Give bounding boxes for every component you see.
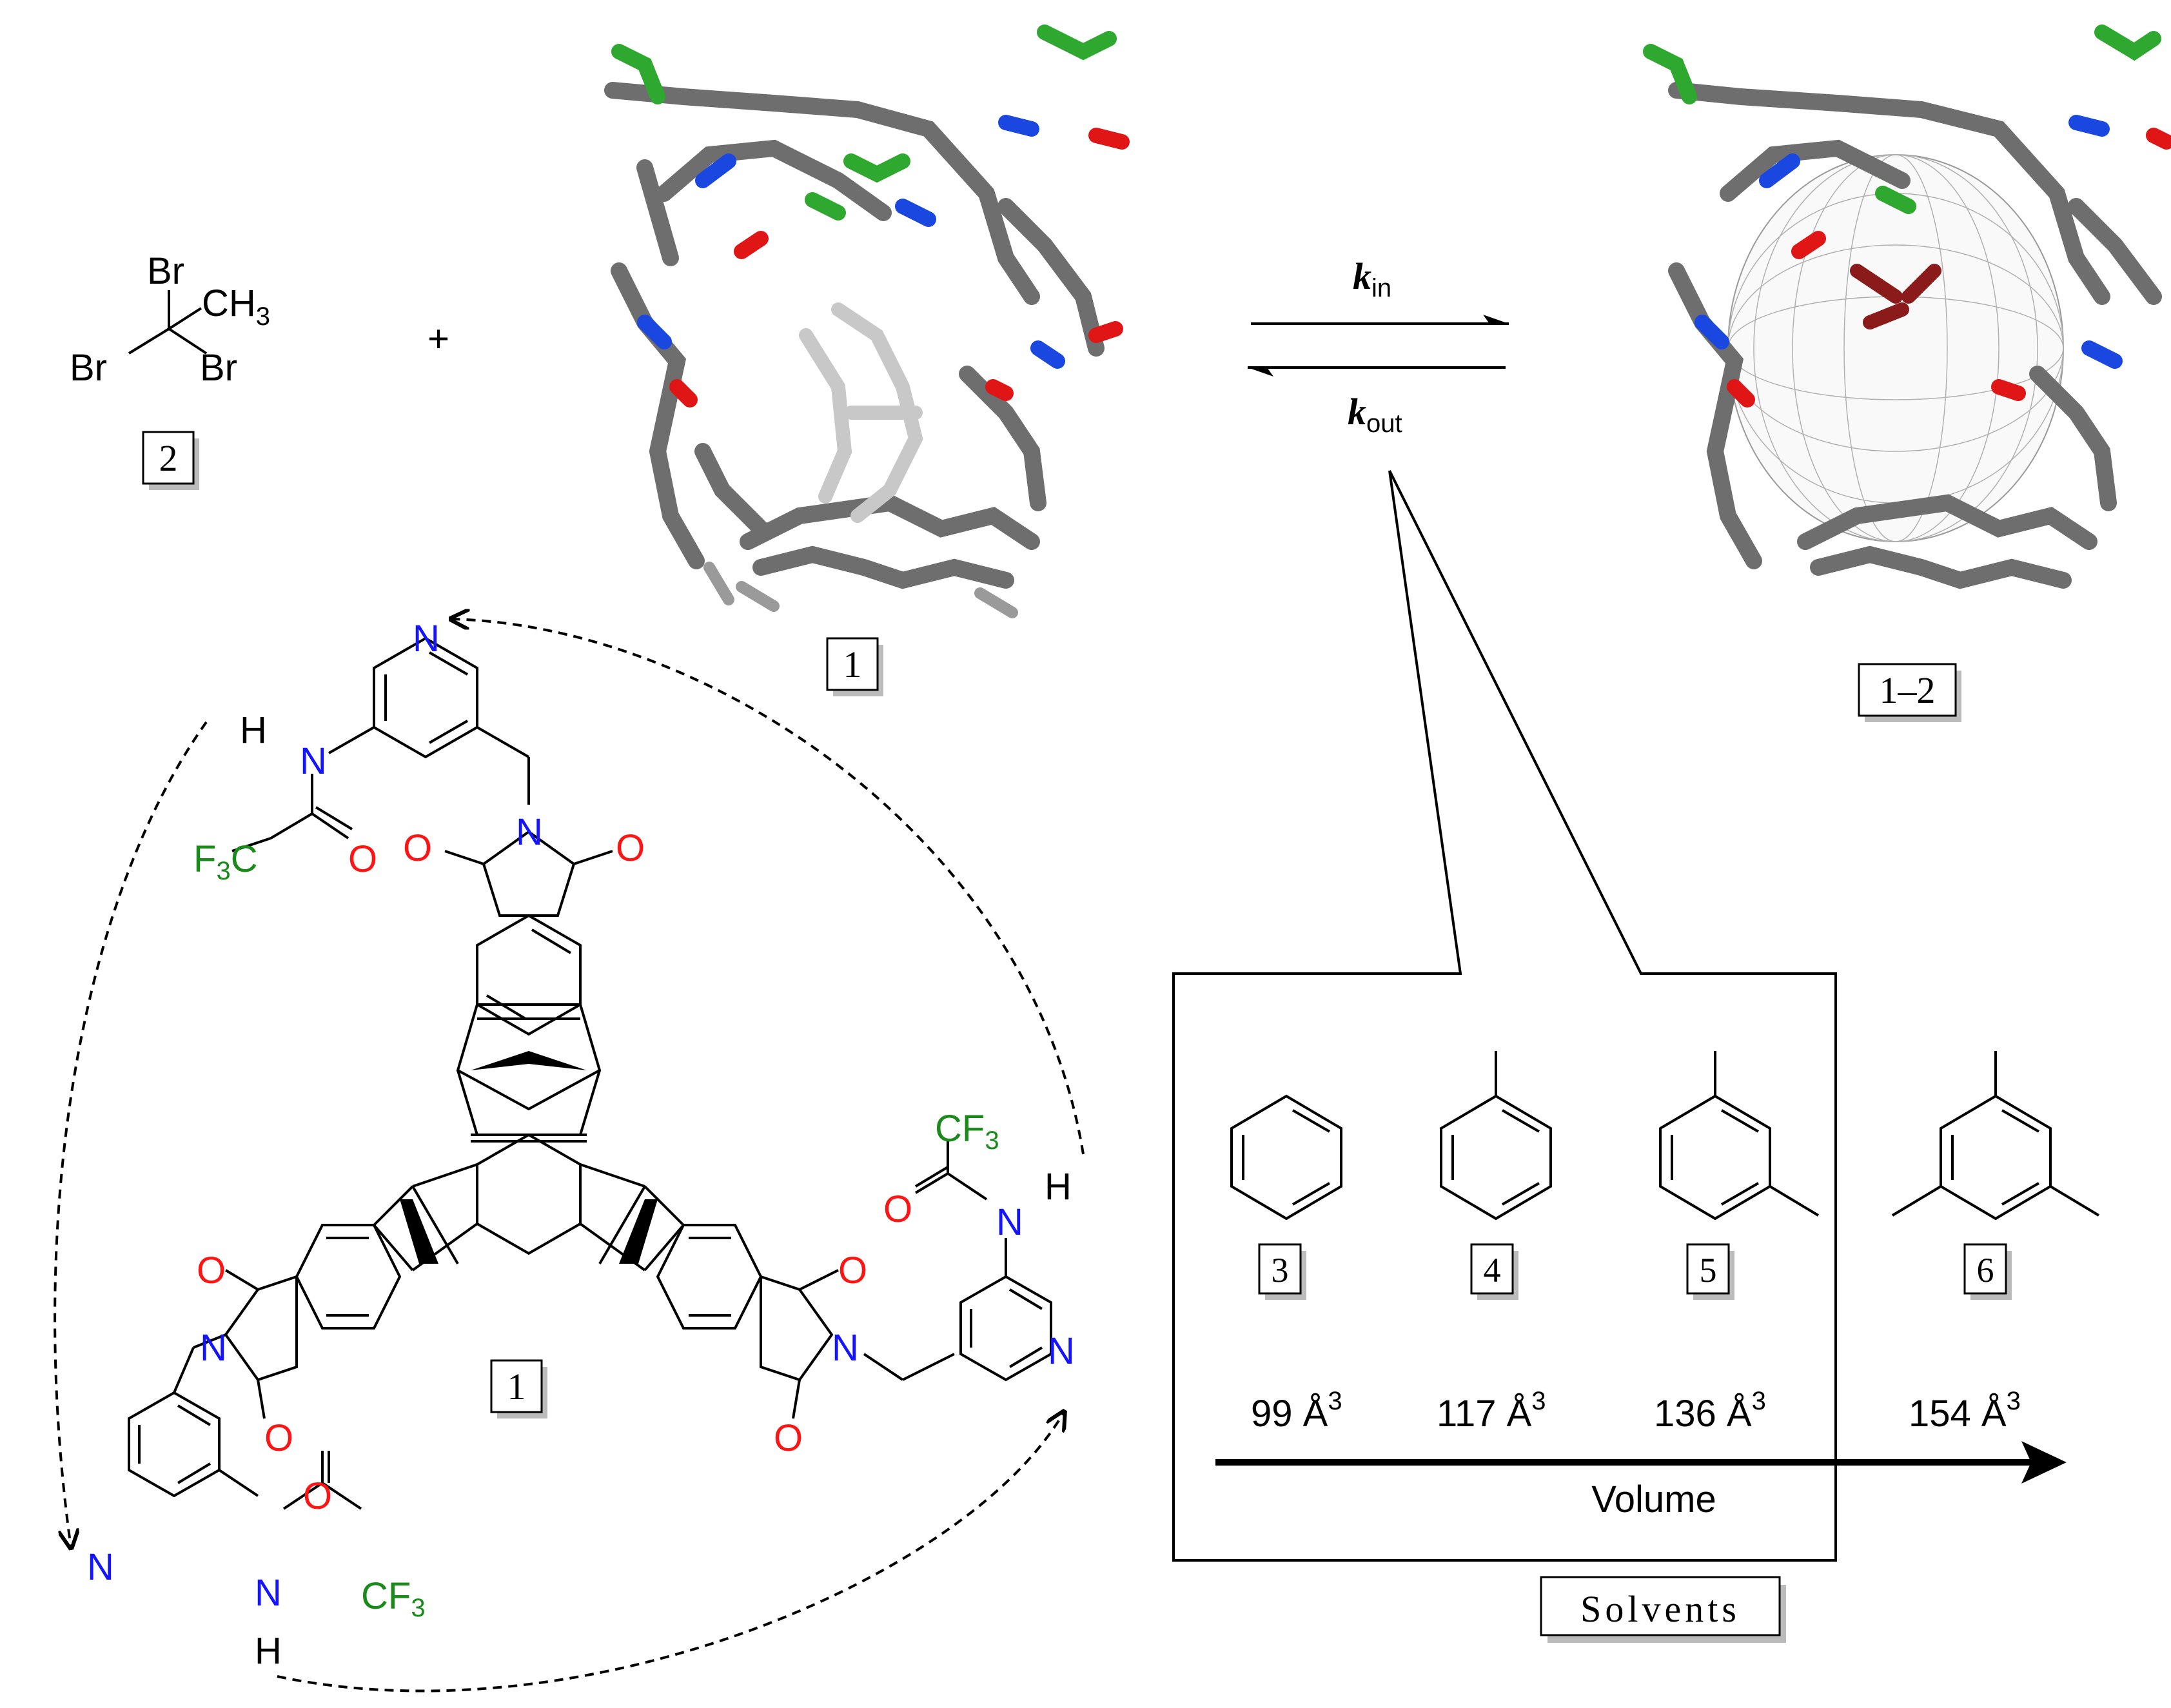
- forward-arrow-head: [1483, 315, 1509, 324]
- group-f3c-top: F3C: [193, 838, 258, 885]
- guest-mesh: [1727, 154, 2064, 542]
- atom-o-imide-top-left: O: [403, 827, 432, 869]
- atom-o-imide-right-bot: O: [774, 1417, 803, 1459]
- solvent-label-5: 5: [1686, 1243, 1734, 1300]
- atom-n-amide-right: N: [996, 1201, 1023, 1243]
- equilibrium-arrows: kin kout: [1248, 255, 1509, 438]
- compound-label-2: 2: [142, 431, 199, 490]
- group-cf3-left: CF3: [361, 1575, 426, 1622]
- atom-n-amide-left: N: [255, 1572, 282, 1614]
- volume-axis-label: Volume: [1591, 1478, 1716, 1520]
- solvent-5-m-xylene: [1659, 1051, 1820, 1221]
- solvents-callout: [1172, 470, 1837, 1562]
- atom-n-imide-top: N: [516, 811, 543, 853]
- atom-o-imide-left-top: O: [197, 1250, 226, 1291]
- atom-h-amide-left: H: [255, 1630, 282, 1672]
- svg-text:2: 2: [159, 437, 178, 479]
- atom-o-imide-top-right: O: [616, 827, 645, 869]
- svg-text:6: 6: [1977, 1251, 1994, 1290]
- volume-4: 117 Å3: [1437, 1387, 1546, 1435]
- k-in-label: kin: [1353, 255, 1391, 302]
- atom-o-amide-left: O: [303, 1475, 332, 1517]
- atom-n-amide-top: N: [300, 740, 327, 782]
- svg-text:4: 4: [1484, 1251, 1501, 1290]
- atom-br-left: Br: [70, 347, 107, 389]
- k-out-label: kout: [1348, 391, 1402, 438]
- compound-label-1-top: 1: [826, 637, 883, 696]
- volume-3: 99 Å3: [1251, 1387, 1342, 1435]
- atom-o-imide-left-bot: O: [264, 1417, 293, 1459]
- volume-values: 99 Å3 117 Å3 136 Å3 154 Å3: [1251, 1387, 2021, 1435]
- atom-br-top: Br: [147, 250, 184, 292]
- atom-o-amide-right: O: [883, 1188, 912, 1230]
- svg-text:1: 1: [507, 1366, 526, 1408]
- plus-sign: +: [427, 318, 449, 360]
- atom-h-amide-top: H: [240, 709, 267, 751]
- solvent-4-toluene: [1440, 1051, 1552, 1221]
- group-cf3-right: CF3: [935, 1108, 999, 1155]
- atom-o-imide-right-top: O: [838, 1250, 867, 1291]
- host-1-3d-model: [604, 25, 1130, 618]
- volume-axis: Volume: [1215, 1441, 2067, 1520]
- atom-n-pyr-top: N: [413, 618, 440, 660]
- svg-text:1–2: 1–2: [1880, 669, 1936, 711]
- atom-br-right: Br: [200, 347, 237, 389]
- svg-text:3: 3: [1272, 1251, 1289, 1290]
- callout-outline: [1172, 470, 1837, 1562]
- complex-1-2-3d-model: [1643, 25, 2171, 589]
- compound-label-1-2: 1–2: [1858, 663, 1961, 722]
- reagent-bonds: [128, 290, 208, 355]
- svg-text:5: 5: [1700, 1251, 1717, 1290]
- svg-text:Solvents: Solvents: [1580, 1588, 1740, 1630]
- hbond-arrows: [54, 619, 1085, 1693]
- reagent-2: Br CH3 Br Br 2 +: [70, 250, 449, 490]
- atom-n-pyr-right: N: [1048, 1330, 1075, 1372]
- atom-o-amide-top: O: [348, 838, 377, 880]
- svg-text:1: 1: [843, 643, 862, 685]
- solvent-label-6: 6: [1963, 1243, 2012, 1300]
- solvent-6-mesitylene: [1891, 1051, 2100, 1221]
- structure-bonds: [128, 636, 1052, 1510]
- solvent-label-3: 3: [1258, 1243, 1306, 1300]
- atom-n-pyr-left: N: [87, 1546, 114, 1588]
- atom-ch3: CH3: [202, 282, 270, 331]
- volume-5: 136 Å3: [1654, 1387, 1766, 1435]
- atom-h-amide-right: H: [1045, 1166, 1072, 1208]
- solvent-3-benzene: [1230, 1094, 1342, 1221]
- solvent-label-4: 4: [1470, 1243, 1518, 1300]
- bridge-wedges: [400, 1051, 658, 1264]
- compound-label-1-structure: 1: [490, 1359, 547, 1418]
- reverse-arrow-head: [1248, 368, 1273, 377]
- atom-n-imide-right: N: [832, 1327, 859, 1369]
- solvents-caption: Solvents: [1540, 1576, 1786, 1643]
- host-1-structure: N H N F3C O N O O CF3 O N H O O N N O O …: [87, 618, 1075, 1672]
- volume-6: 154 Å3: [1909, 1387, 2021, 1435]
- atom-n-imide-left: N: [200, 1327, 227, 1369]
